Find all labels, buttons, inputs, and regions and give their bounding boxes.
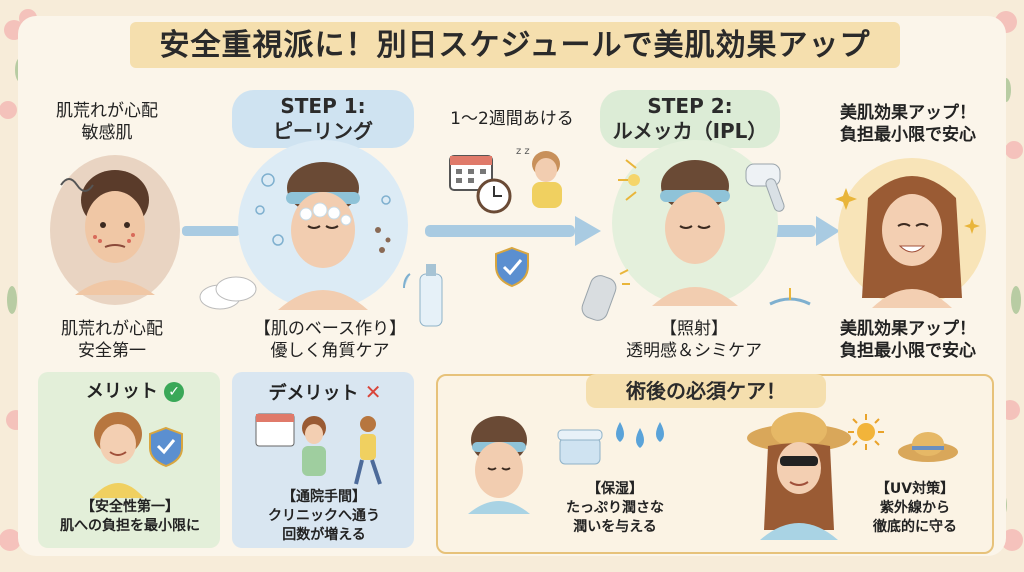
result-bottom-label: 美肌効果アップ！ 負担最小限で安心 [840,319,976,361]
title-band [130,22,900,68]
cotton-pads-icon [199,276,257,310]
water-drops-icon [616,422,664,448]
handpiece-icon [581,269,630,321]
ipl-device-icon [745,163,785,212]
sun-icon [848,414,884,450]
page-title: 安全重視派に！別日スケジュールで美肌効果アップ [159,28,871,63]
shield-check-icon [495,246,529,288]
sensitive-skin-face-icon [60,170,155,295]
moisture-caption: 【保湿】 たっぷり潤さな 潤いを与える [566,481,664,535]
arrow-step1-to-step2 [425,216,601,246]
merit-title: メリット ✓ [70,378,200,406]
serum-bottle-icon [403,264,443,327]
uv-protection-woman-icon [747,412,851,540]
svg-text:z z: z z [516,146,530,157]
relaxing-woman-icon: z z [516,146,562,208]
uv-caption: 【UV対策】 紫外線から 徹底的に守る [873,481,957,535]
merit-woman-icon [92,412,183,498]
calendar-icon [449,155,493,191]
moisturizing-face-icon [468,416,530,514]
result-top-label: 美肌効果アップ！ 負担最小限で安心 [840,103,976,145]
merit-caption: 【安全性第一】 肌への負担を最小限に [60,499,200,534]
arrow-step2-to-result [772,216,840,246]
skin-layer-icon [769,288,811,306]
interval-label: 1〜2週間あける [450,109,574,129]
aftercare-title: 術後の必須ケア！ [586,374,826,408]
demerit-commute-icon [255,413,382,485]
happy-face-icon [835,176,980,308]
demerit-caption: 【通院手間】 クリニックへ通う 回数が増える [268,489,380,543]
step2-heading: STEP 2: ルメッカ（IPL） [600,90,780,148]
demerit-title-text: デメリット [268,383,359,404]
step1-caption: 【肌のベース作り】 優しく角質ケア [253,319,407,361]
step2-caption: 【照射】 透明感＆シミケア [626,319,762,361]
check-circle-icon: ✓ [164,382,185,402]
merit-title-text: メリット [85,381,158,402]
peeling-face-icon [255,162,391,310]
sun-hat-icon [898,432,958,462]
clock-icon [476,178,512,214]
arrow-before-to-step1 [182,226,240,236]
merit-box [38,372,220,548]
demerit-title: デメリット ✕ [250,378,400,408]
cream-jar-icon [557,429,603,465]
before-top-label: 肌荒れが心配 敏感肌 [56,101,158,143]
cross-icon: ✕ [364,380,382,404]
step1-heading: STEP 1: ピーリング [232,90,414,148]
ipl-face-icon [618,159,738,306]
before-bottom-label: 肌荒れが心配 安全第一 [61,319,163,361]
